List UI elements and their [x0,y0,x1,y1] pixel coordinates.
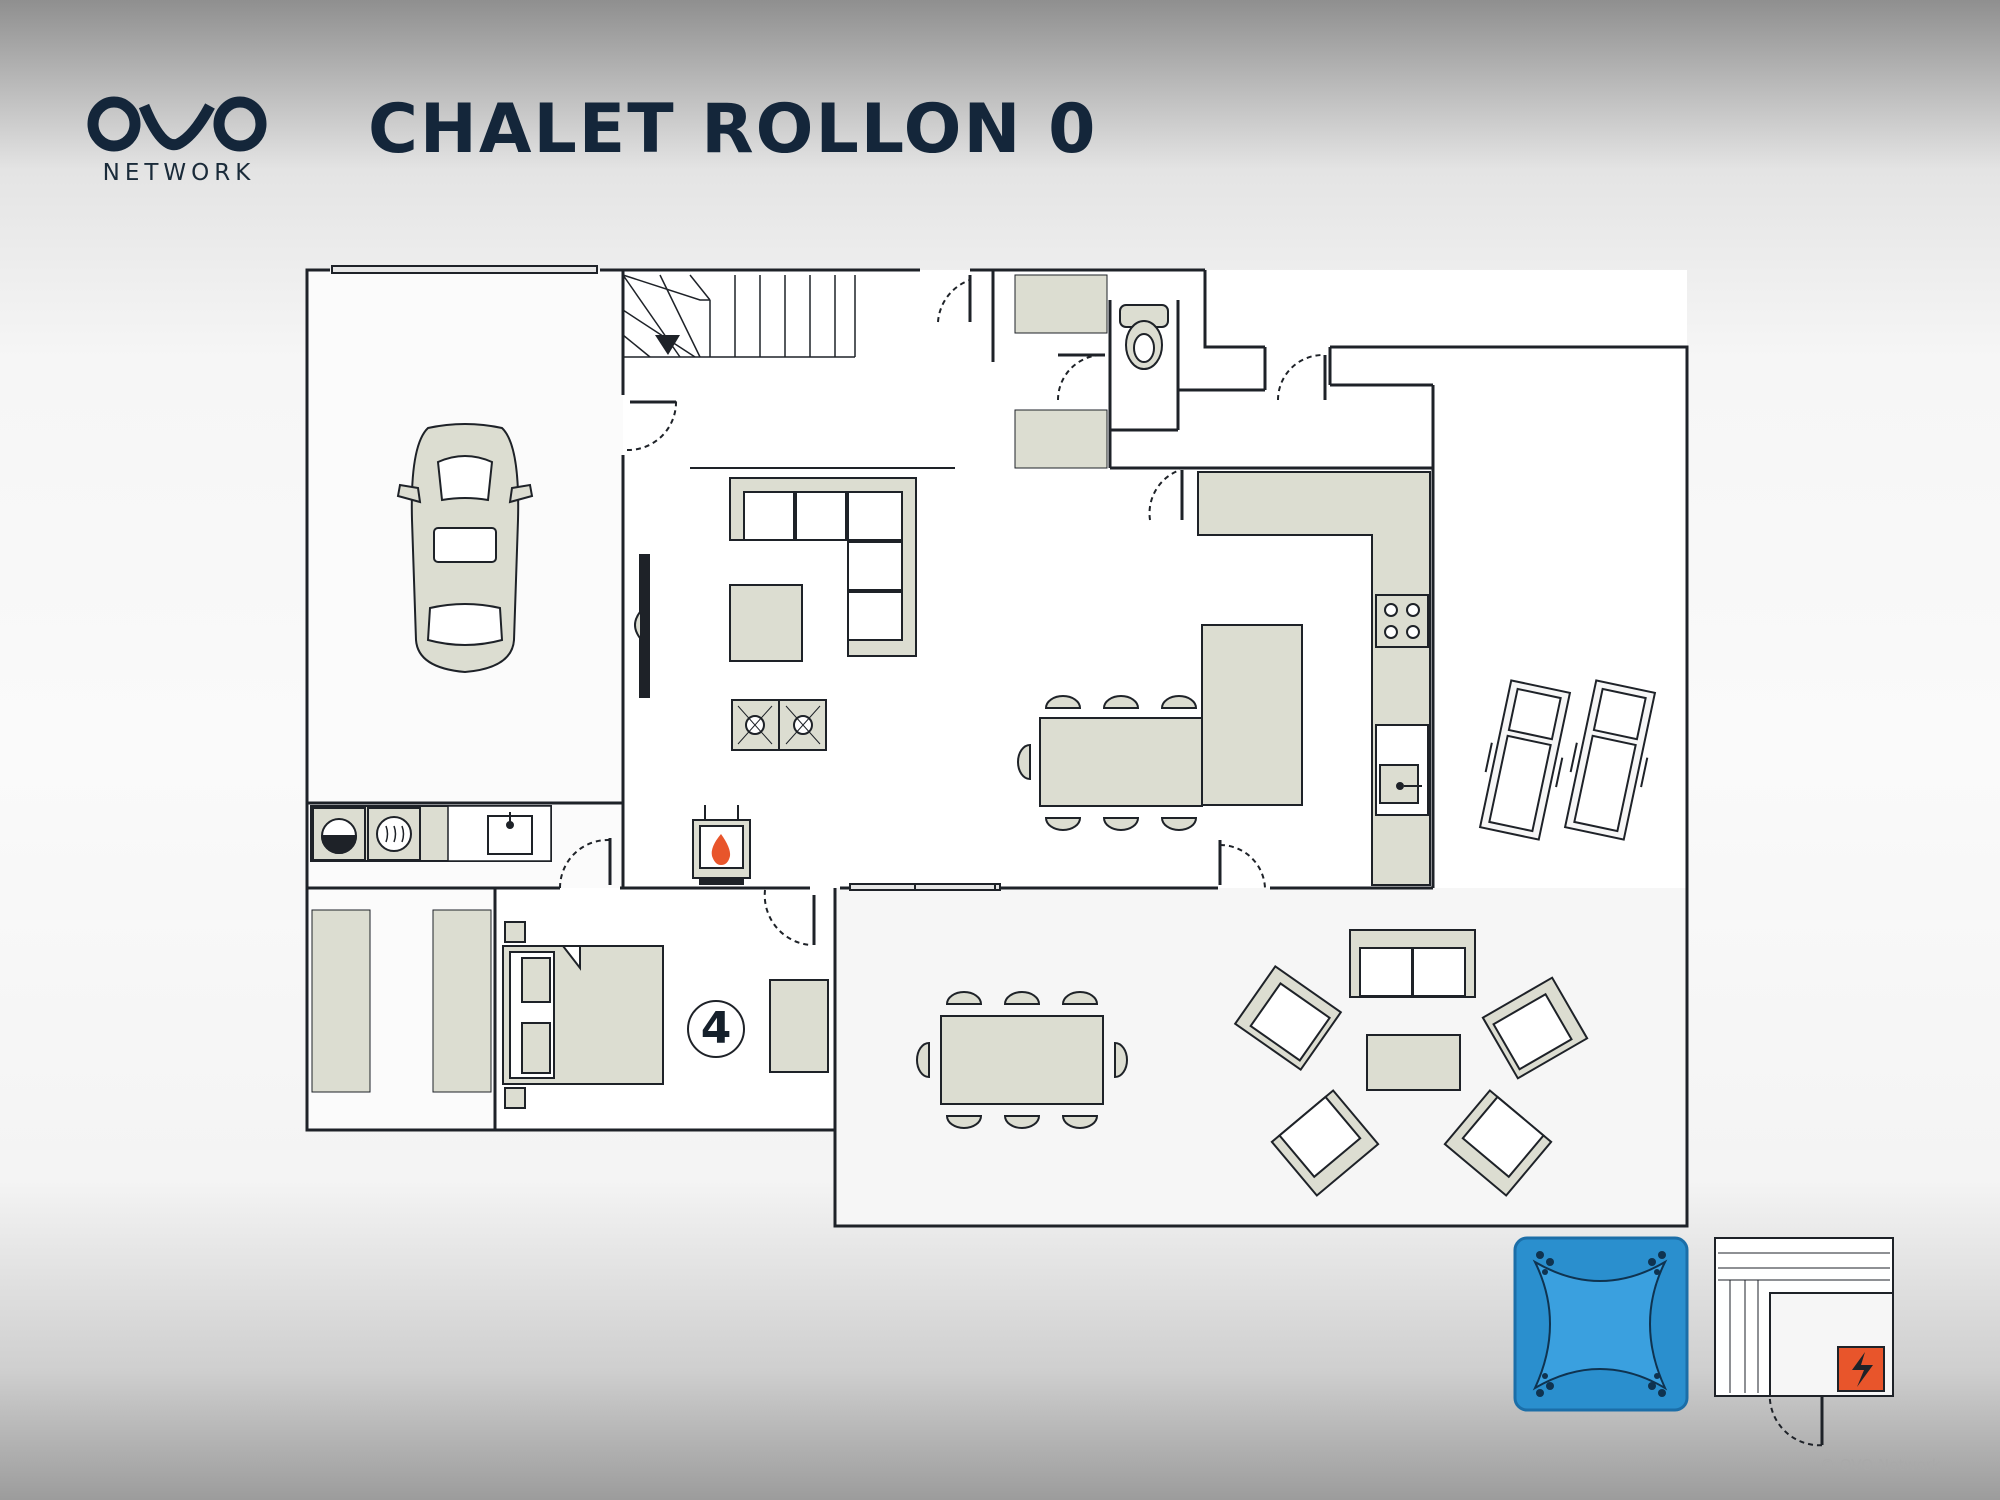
armchair-icon [1481,976,1589,1080]
toilet-icon [1119,304,1169,370]
stove-icon [731,699,827,751]
washing-machine-icon [312,807,366,861]
page-title: CHALET ROLLON 0 [368,90,1098,169]
car-icon [396,423,534,674]
bed-icon [502,921,664,1109]
copyright-text: © OVO Network [1820,1456,1941,1474]
armchair-icon [1270,1089,1380,1197]
sink-icon [1375,724,1429,816]
door-swings [558,275,1826,1447]
sun-lounger-icon [1563,679,1657,841]
stairs-icon [622,274,856,358]
dining-table-indoor [1017,695,1203,831]
lounge-table [1366,1034,1461,1091]
room-number: 4 [700,1003,732,1054]
sauna [1714,1237,1894,1397]
armchair-icon [1443,1089,1553,1197]
living-room [634,477,917,885]
jacuzzi-icon [1513,1236,1689,1412]
windows [331,265,1001,891]
coffee-table [729,584,803,662]
room-number-badge [687,1000,745,1058]
stove-icon [1375,594,1429,648]
bedroom-4 [502,921,829,1109]
dining-table-terrace [916,991,1128,1129]
sauna-heater-icon [1837,1346,1885,1392]
armchair-icon [1233,964,1343,1072]
sink-icon [487,812,533,855]
sofa [729,477,917,657]
sun-lounger-icon [1478,679,1572,841]
kitchen [1197,471,1431,886]
fireplace-icon [692,805,751,885]
tv [634,554,650,698]
kitchen-island [1201,624,1303,806]
storage-cabinets [311,274,1108,1093]
chairs [1017,695,1198,831]
logo-wordmark: NETWORK [102,160,256,186]
outdoor-sofa [1349,929,1476,998]
wardrobe [769,979,829,1073]
laundry-counter [310,805,552,862]
walls [305,268,1689,1228]
ovo-logo-icon [87,96,267,152]
dryer-icon [367,807,421,861]
terrace-lounge [1233,929,1589,1197]
